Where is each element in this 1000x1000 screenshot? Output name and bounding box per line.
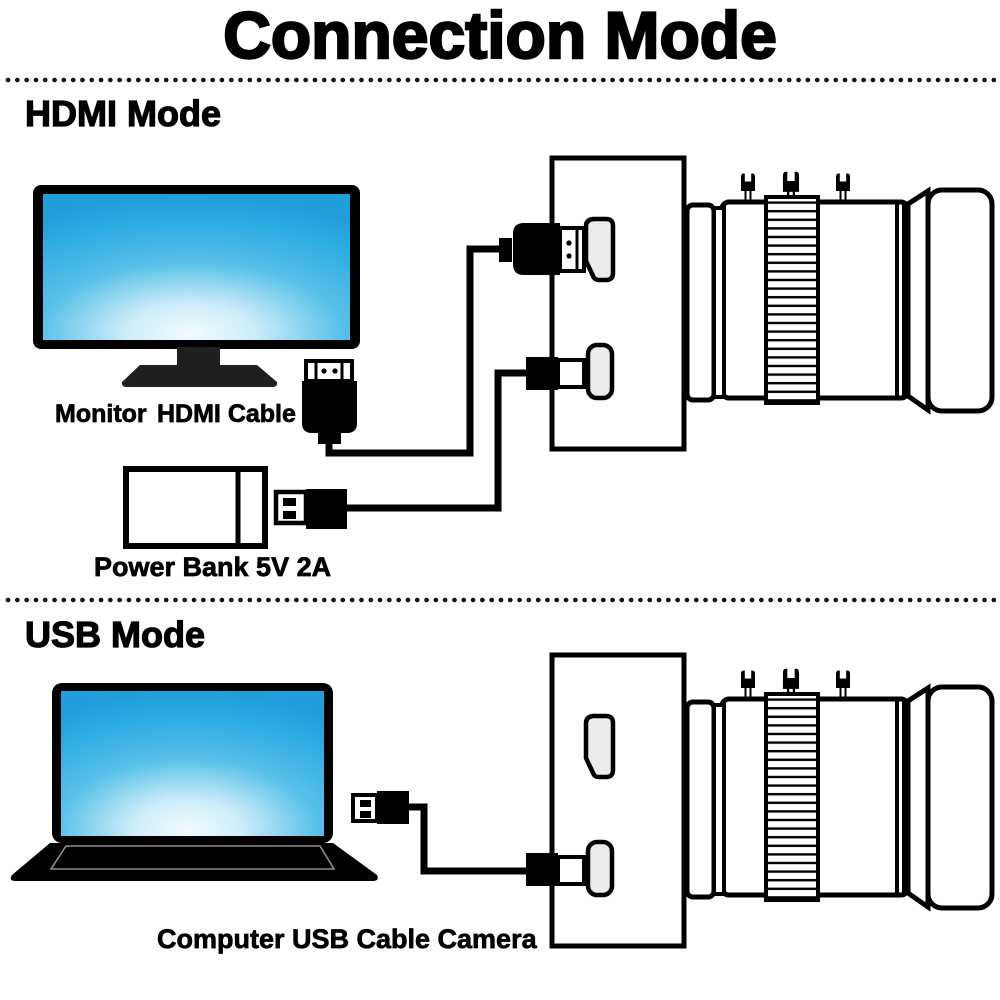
usb-mode-diagram	[10, 655, 992, 946]
usb-mode-caption: Computer USB Cable Camera	[157, 924, 537, 954]
usb-plug-camera	[526, 357, 586, 390]
monitor-stand-neck	[177, 347, 220, 367]
laptop-screen	[61, 691, 324, 836]
hdmi-cable-wire	[325, 245, 500, 457]
laptop	[10, 683, 378, 881]
camera-hdmi-mode	[552, 158, 992, 449]
monitor-stand-base	[121, 365, 278, 387]
monitor	[33, 185, 360, 387]
hdmi-mode-diagram	[33, 158, 992, 549]
page-title: Connection Mode	[222, 0, 778, 72]
usb-plug-camera-2	[526, 853, 586, 886]
laptop-keyboard-outline	[49, 845, 336, 870]
power-bank-label: Power Bank 5V 2A	[94, 552, 332, 582]
monitor-label: Monitor	[55, 400, 147, 428]
hdmi-plug	[499, 223, 586, 275]
power-bank	[123, 466, 268, 549]
hdmi-cable-label: HDMI Cable	[157, 400, 297, 428]
monitor-screen	[43, 194, 350, 340]
power-cable-wire	[347, 369, 527, 512]
usb-plug-power-bank	[273, 489, 347, 529]
hdmi-connector-icon	[302, 359, 357, 444]
usb-mode-heading: USB Mode	[24, 614, 205, 655]
laptop-base	[10, 843, 378, 881]
hdmi-mode-heading: HDMI Mode	[24, 93, 221, 134]
camera-usb-mode	[552, 655, 992, 946]
usb-cable-wire	[409, 803, 527, 875]
usb-plug-laptop	[351, 791, 409, 824]
